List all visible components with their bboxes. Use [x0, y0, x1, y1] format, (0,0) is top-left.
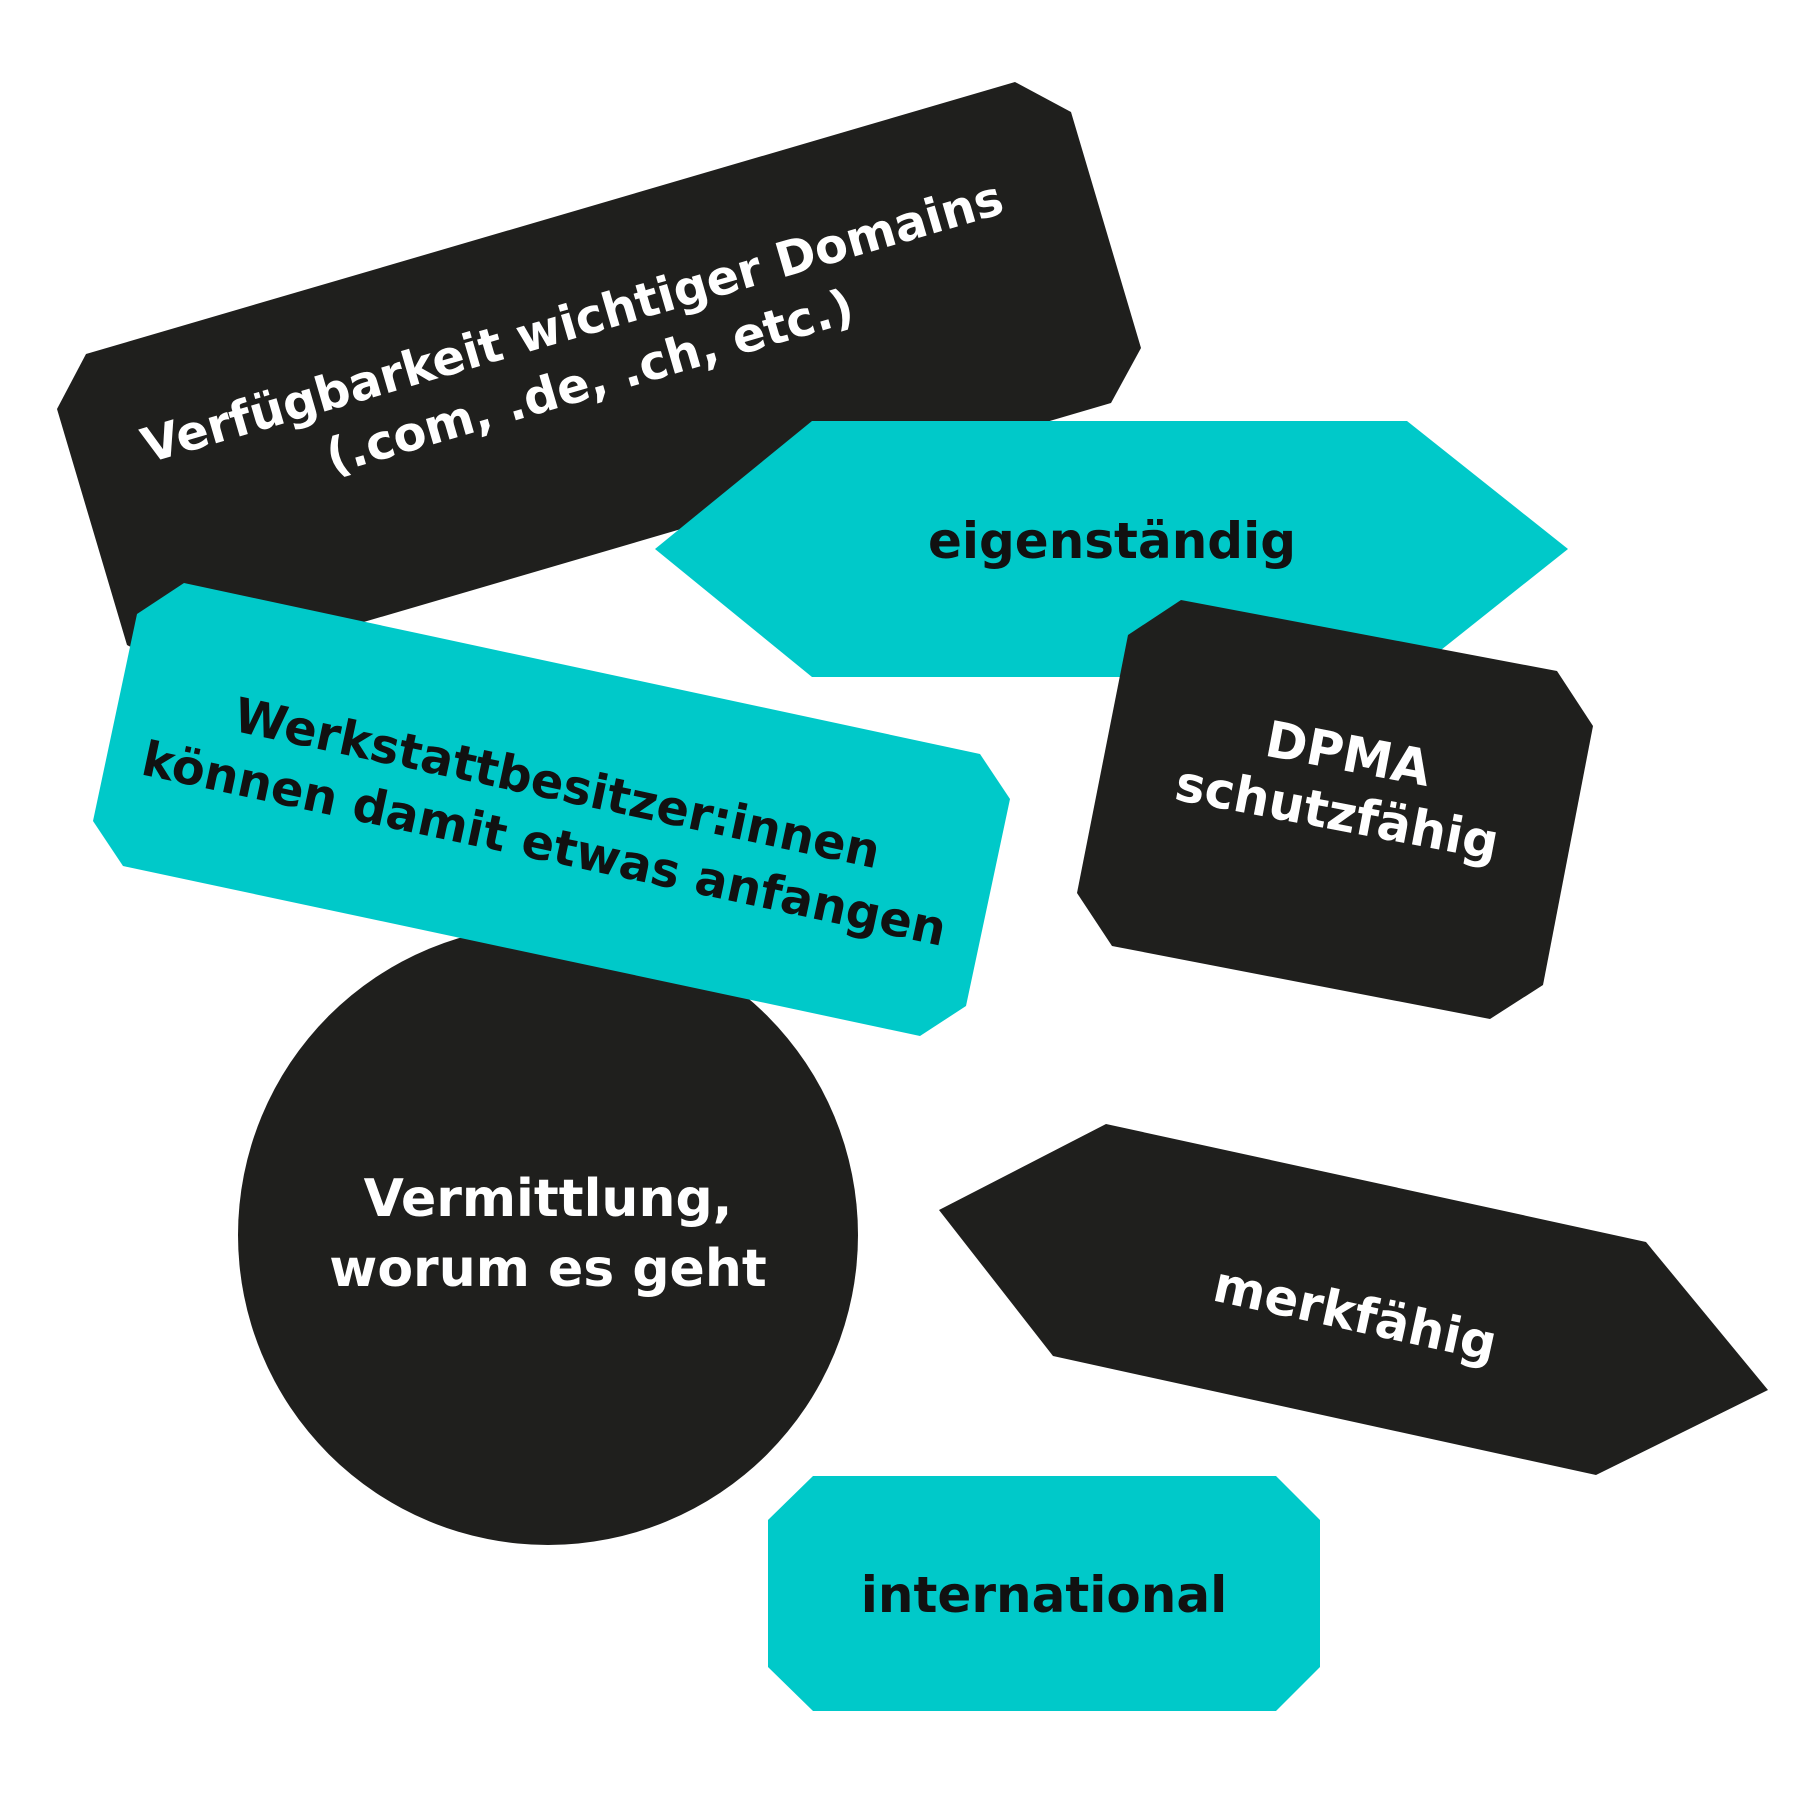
dpma-shape — [1077, 600, 1593, 1019]
international-label: international — [861, 1566, 1227, 1624]
international-shape — [768, 1476, 1320, 1711]
merkfaehig-shape — [939, 1124, 1768, 1475]
vermittlung-label-line1: Vermittlung, — [364, 1169, 733, 1229]
eigenstaendig-shape — [655, 421, 1568, 677]
vermittlung-shape — [238, 925, 858, 1545]
eigenstaendig-label: eigenständig — [928, 512, 1296, 570]
vermittlung-label-line2: worum es geht — [329, 1239, 766, 1299]
werkstatt-shape — [93, 583, 1010, 1036]
domains-shape — [57, 82, 1141, 675]
